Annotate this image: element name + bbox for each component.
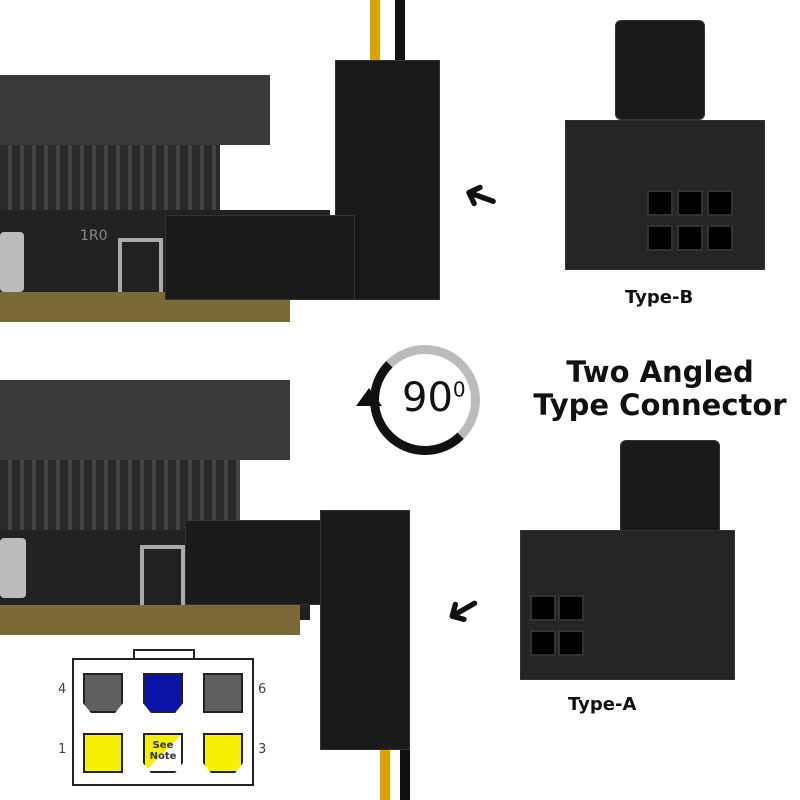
pinout-diagram: See Note 4 6 1 3 <box>50 645 290 790</box>
type-a-label: Type-A <box>568 694 637 715</box>
type-b-connector-image <box>565 20 770 270</box>
pin-2-see-note: See Note <box>143 733 183 773</box>
arrow-icon: ➜ <box>434 579 493 642</box>
title: Two Angled Type Connector <box>533 355 787 422</box>
pin-3-power <box>203 733 243 773</box>
capacitor <box>0 232 24 292</box>
rotation-value: 900 <box>402 375 466 421</box>
pin-4-ground <box>83 673 123 713</box>
type-a-connector-image <box>520 440 745 680</box>
pin-5-sense <box>143 673 183 713</box>
wire-black <box>395 0 405 70</box>
wire-yellow <box>370 0 380 70</box>
pin-6-ground <box>203 673 243 713</box>
bottom-gpu-photo <box>0 380 440 800</box>
arrow-icon: ➜ <box>454 167 507 228</box>
rotate-arrowhead-icon <box>356 388 382 406</box>
type-b-label: Type-B <box>625 287 694 308</box>
top-gpu-photo: 1R0 <box>0 0 440 330</box>
pcb-marking: 1R0 <box>80 228 108 244</box>
pin-1-power <box>83 733 123 773</box>
